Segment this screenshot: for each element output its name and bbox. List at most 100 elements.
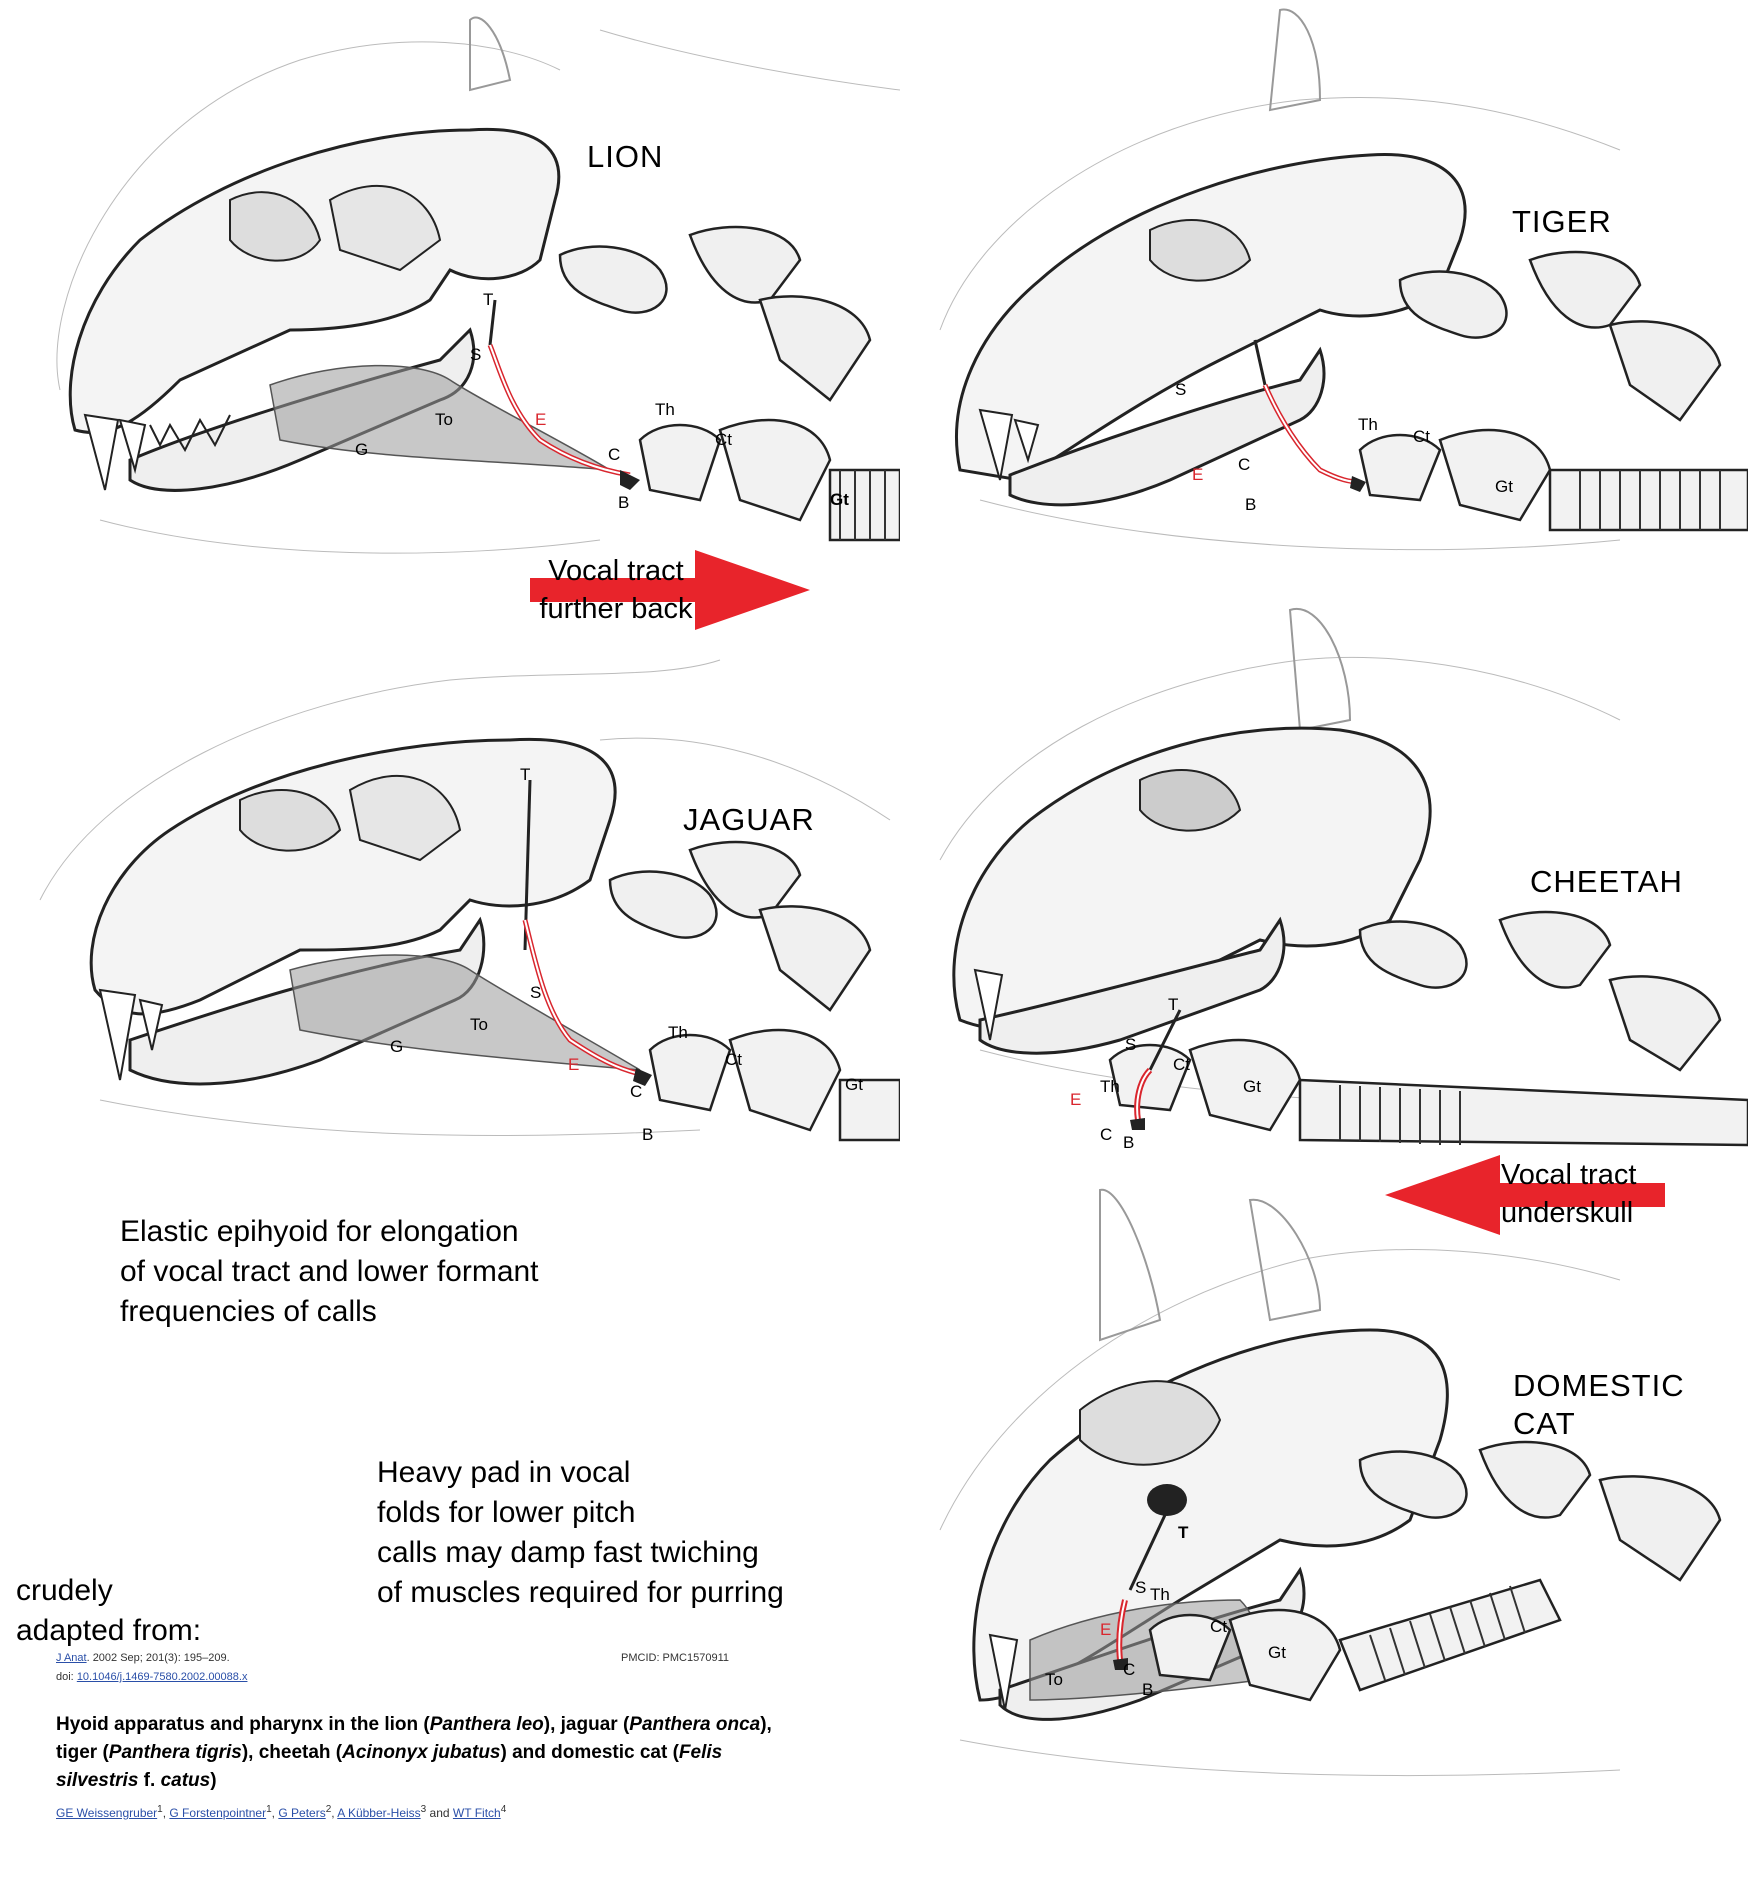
article-title-part: Felis silvestris: [56, 1742, 723, 1791]
epihyoid-note-line: Elastic epihyoid for elongation: [120, 1215, 519, 1248]
doi-link[interactable]: 10.1046/j.1469-7580.2002.00088.x: [76, 1671, 248, 1683]
vocal-pad-note: Heavy pad in vocal folds for lower pitch…: [377, 1453, 784, 1613]
cheetah-panel: T S E Th Ct C B Gt: [920, 600, 1748, 1160]
lion-part-Th: Th: [655, 400, 675, 419]
arrow-right-icon: [530, 550, 810, 630]
jaguar-part-C: C: [630, 1082, 642, 1101]
domestic-part-C: C: [1123, 1660, 1135, 1679]
domestic-cat-panel: T S E To Th Ct C B Gt: [920, 1180, 1748, 1780]
arrow-left-icon: [1385, 1155, 1665, 1235]
cheetah-label: CHEETAH: [1530, 864, 1683, 899]
jaguar-part-Ct: Ct: [725, 1050, 742, 1069]
tiger-part-Ct: Ct: [1413, 427, 1430, 446]
adapted-note-line: crudely: [16, 1574, 113, 1607]
author-link[interactable]: G Peters: [278, 1806, 326, 1820]
arrow-under-text: Vocal tract underskull: [1501, 1156, 1636, 1232]
authors-and: and: [426, 1806, 453, 1820]
article-title: Hyoid apparatus and pharynx in the lion …: [56, 1711, 776, 1795]
jaguar-part-T: T: [520, 765, 530, 784]
author-link[interactable]: A Kübber-Heiss: [337, 1806, 421, 1820]
tiger-skull-drawing: S E Th Ct C B Gt: [939, 8, 1748, 551]
domestic-part-T: T: [1178, 1523, 1189, 1542]
citation-journal-line: J Anat. 2002 Sep; 201(3): 195–209.: [56, 1652, 230, 1664]
cheetah-part-T: T: [1168, 995, 1178, 1014]
lion-part-G: G: [355, 440, 368, 459]
jaguar-label: JAGUAR: [683, 802, 815, 837]
author-affiliation: 2: [325, 1804, 332, 1815]
tiger-part-B: B: [1245, 495, 1256, 514]
cheetah-part-C: C: [1100, 1125, 1112, 1144]
vocal-pad-note-line: Heavy pad in vocal: [377, 1456, 631, 1489]
article-title-part: ): [210, 1770, 217, 1791]
jaguar-part-To: To: [470, 1015, 488, 1034]
author-affiliation: 4: [500, 1804, 507, 1815]
lion-skull-drawing: T S E To G Th Ct C B Gt: [56, 16, 900, 554]
lion-part-C: C: [608, 445, 620, 464]
tiger-part-C: C: [1238, 455, 1250, 474]
arrow-under-line1: Vocal tract: [1501, 1159, 1637, 1191]
domestic-part-Gt: Gt: [1268, 1643, 1286, 1662]
domestic-cat-skull-drawing: T S E To Th Ct C B Gt: [939, 1188, 1722, 1777]
arrow-back-text: Vocal tract further back: [516, 552, 716, 628]
tiger-part-Gt: Gt: [1495, 477, 1513, 496]
article-title-part: f.: [138, 1770, 161, 1791]
article-title-part: Panthera onca: [629, 1714, 761, 1735]
epihyoid-note: Elastic epihyoid for elongation of vocal…: [120, 1212, 539, 1332]
journal-issue: . 2002 Sep; 201(3): 195–209.: [86, 1652, 230, 1664]
cheetah-part-E: E: [1070, 1090, 1081, 1109]
lion-part-T: T: [483, 290, 493, 309]
epihyoid-note-line: frequencies of calls: [120, 1295, 377, 1328]
domestic-cat-label-line2: CAT: [1513, 1406, 1576, 1441]
article-title-part: Acinonyx jubatus: [342, 1742, 501, 1763]
lion-part-S: S: [470, 345, 481, 364]
domestic-part-E: E: [1100, 1620, 1111, 1639]
lion-part-B: B: [618, 493, 629, 512]
jaguar-panel: T S E To G Th Ct C B Gt: [0, 620, 900, 1180]
author-link[interactable]: G Forstenpointner: [169, 1806, 267, 1820]
cheetah-part-B: B: [1123, 1133, 1134, 1152]
pmcid: PMCID: PMC1570911: [621, 1652, 730, 1664]
article-title-part: Panthera tigris: [108, 1742, 242, 1763]
jaguar-skull-drawing: T S E To G Th Ct C B Gt: [39, 659, 900, 1144]
domestic-part-To: To: [1045, 1670, 1063, 1689]
article-title-part: catus: [160, 1770, 211, 1791]
jaguar-part-B: B: [642, 1125, 653, 1144]
epihyoid-note-line: of vocal tract and lower formant: [120, 1255, 539, 1288]
cheetah-part-Th: Th: [1100, 1077, 1120, 1096]
lion-part-E: E: [535, 410, 546, 429]
lion-part-Gt: Gt: [830, 490, 849, 509]
lion-label: LION: [587, 139, 664, 174]
domestic-part-S: S: [1135, 1578, 1146, 1597]
article-title-part: Hyoid apparatus and pharynx in the lion …: [56, 1714, 430, 1735]
domestic-part-Th: Th: [1150, 1585, 1170, 1604]
tiger-label: TIGER: [1512, 204, 1612, 239]
arrow-back-line2: further back: [539, 593, 693, 625]
author-affiliation: 1: [266, 1804, 272, 1815]
author-link[interactable]: WT Fitch: [452, 1806, 501, 1820]
arrow-under-line2: underskull: [1501, 1197, 1634, 1229]
vocal-pad-note-line: calls may damp fast twiching: [377, 1536, 759, 1569]
jaguar-part-S: S: [530, 983, 541, 1002]
domestic-part-Ct: Ct: [1210, 1617, 1227, 1636]
author-link[interactable]: GE Weissengruber: [56, 1806, 158, 1820]
tiger-part-Th: Th: [1358, 415, 1378, 434]
author-affiliation: 1: [157, 1804, 163, 1815]
domestic-cat-label-line1: DOMESTIC: [1513, 1368, 1685, 1403]
journal-link[interactable]: J Anat: [56, 1652, 87, 1664]
arrow-back-line1: Vocal tract: [548, 555, 684, 587]
citation-doi-line: doi: 10.1046/j.1469-7580.2002.00088.x: [56, 1671, 247, 1683]
adapted-note: crudely adapted from:: [16, 1571, 201, 1651]
lion-part-To: To: [435, 410, 453, 429]
tiger-panel: S E Th Ct C B Gt: [920, 0, 1748, 580]
jaguar-part-Gt: Gt: [845, 1075, 863, 1094]
tiger-part-S: S: [1175, 380, 1186, 399]
cheetah-part-Ct: Ct: [1173, 1055, 1190, 1074]
adapted-note-line: adapted from:: [16, 1614, 202, 1647]
vocal-pad-note-line: folds for lower pitch: [377, 1496, 636, 1529]
cheetah-part-Gt: Gt: [1243, 1077, 1261, 1096]
jaguar-part-E: E: [568, 1055, 579, 1074]
author-affiliation: 3: [420, 1804, 427, 1815]
vocal-pad-note-line: of muscles required for purring: [377, 1576, 784, 1609]
article-title-part: ), tiger (: [56, 1714, 772, 1763]
article-title-part: Panthera leo: [429, 1714, 544, 1735]
